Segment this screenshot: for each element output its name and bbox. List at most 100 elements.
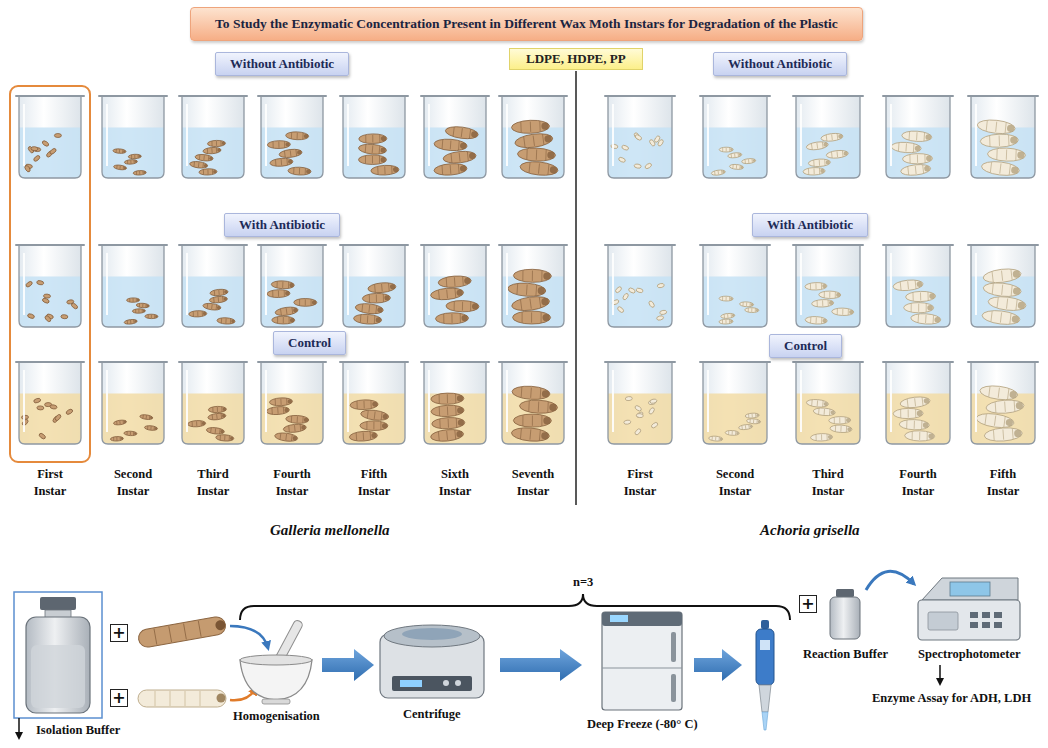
- larva-body: [350, 399, 378, 410]
- group-band: With Antibiotic: [224, 213, 340, 237]
- larva-body: [360, 421, 388, 431]
- larva-body: [650, 399, 658, 404]
- larva-body: [513, 269, 551, 283]
- beaker-highlight: [506, 104, 508, 166]
- larva-segment: [311, 299, 312, 305]
- larva-segment: [150, 426, 151, 429]
- larva-segment: [374, 285, 376, 293]
- instar-label: Second Instar: [104, 466, 162, 500]
- larva-body: [140, 414, 153, 420]
- larva: [38, 432, 46, 439]
- larva-segment: [541, 312, 542, 322]
- beaker-liquid: [182, 277, 244, 327]
- larva-segment: [726, 148, 727, 152]
- larva: [979, 384, 1018, 402]
- spectrophotometer: [918, 578, 1020, 640]
- larva-segment: [130, 320, 131, 324]
- larva-body: [625, 396, 632, 401]
- larva-segment: [136, 171, 137, 175]
- larva-body: [893, 279, 924, 292]
- larva-segment: [142, 309, 143, 312]
- larva: [33, 155, 41, 163]
- larva: [113, 419, 126, 425]
- larva-segment: [216, 414, 218, 419]
- larva-segment: [1016, 300, 1017, 310]
- larva-segment: [286, 308, 288, 314]
- beaker-rim: [258, 361, 326, 363]
- larva-segment: [748, 425, 749, 429]
- beaker-highlight: [612, 253, 614, 315]
- larva-segment: [372, 135, 373, 143]
- larva-body: [719, 319, 733, 324]
- larva-head: [231, 320, 235, 324]
- beaker-liquid: [19, 394, 81, 444]
- larva-head: [1007, 124, 1015, 132]
- larva-segment: [151, 315, 152, 318]
- larva-body: [430, 287, 464, 301]
- larva: [826, 150, 849, 160]
- beaker-outline: [703, 246, 767, 327]
- larva-segment: [912, 293, 913, 301]
- larva-body: [902, 153, 932, 164]
- larva-segment: [924, 133, 926, 141]
- larva: [445, 125, 479, 140]
- larva-segment: [898, 143, 900, 151]
- larva: [813, 407, 836, 416]
- beaker: [968, 362, 1038, 444]
- larva-body: [36, 280, 44, 285]
- larva-segment: [545, 150, 546, 160]
- beaker-rim: [499, 244, 567, 246]
- larva: [272, 316, 295, 324]
- larva-segment: [462, 277, 464, 286]
- larva-head: [740, 166, 743, 169]
- larva: [891, 141, 922, 153]
- larva-body: [511, 426, 550, 442]
- larva-body: [446, 300, 479, 312]
- larva-head: [547, 151, 554, 158]
- larva-segment: [221, 407, 222, 412]
- larva-segment: [524, 137, 525, 147]
- larva-segment: [915, 280, 917, 288]
- larva-segment: [829, 409, 830, 415]
- larva: [124, 159, 137, 164]
- larva-body: [805, 316, 827, 325]
- species-name: Achoria grisella: [760, 520, 860, 540]
- beaker-liquid: [424, 394, 486, 444]
- larva: [275, 306, 299, 317]
- larva: [50, 404, 58, 409]
- larva-segment: [363, 432, 365, 440]
- larva: [136, 303, 149, 308]
- beaker-outline: [502, 246, 564, 327]
- larva-body: [267, 289, 290, 298]
- beaker-rim: [421, 244, 489, 246]
- larva-segment: [216, 148, 217, 153]
- larva-body: [266, 406, 289, 415]
- larva-head: [730, 148, 733, 151]
- larva: [514, 132, 553, 150]
- larva-segment: [446, 290, 448, 299]
- larva-head: [838, 134, 843, 139]
- larva-segment: [193, 312, 194, 317]
- larva-segment: [207, 170, 208, 175]
- larva-segment: [286, 398, 287, 404]
- beaker-rim: [258, 95, 326, 97]
- larva-head: [288, 159, 293, 164]
- beaker-highlight: [265, 104, 267, 166]
- curved-arrow: [866, 571, 914, 590]
- larva-segment: [367, 411, 369, 419]
- larva: [210, 289, 228, 297]
- larva-segment: [826, 135, 828, 141]
- larva-head: [756, 414, 759, 417]
- beaker-outline: [886, 363, 950, 444]
- larva-body: [832, 308, 854, 316]
- larva-segment: [840, 426, 841, 432]
- beaker: [700, 96, 770, 178]
- larva-segment: [131, 155, 132, 158]
- larva-body: [981, 309, 1020, 326]
- beaker-liquid: [971, 277, 1035, 327]
- larva-segment: [992, 272, 993, 282]
- isolation-bottle: [14, 592, 102, 718]
- larva-head: [541, 122, 548, 129]
- larva-body: [634, 405, 642, 412]
- beaker-liquid: [502, 128, 564, 178]
